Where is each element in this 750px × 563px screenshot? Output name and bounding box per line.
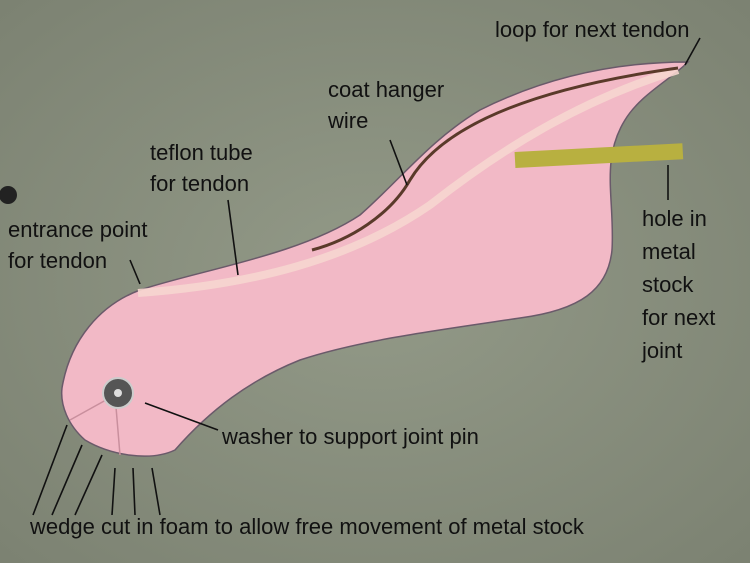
label-coat-hanger-wire: coat hanger wire [328,74,444,136]
label-line: hole in [642,206,707,231]
label-entrance-point: entrance point for tendon [8,214,147,276]
label-line: for next [642,305,716,330]
label-loop: loop for next tendon [495,17,690,42]
metal-stock [514,143,684,168]
label-line: wire [328,108,369,133]
label-line: teflon tube [150,140,253,165]
label-line: entrance point [8,217,148,242]
label-teflon-tube: teflon tube for tendon [150,137,253,199]
label-wedge-cut: wedge cut in foam to allow free movement… [30,514,584,539]
label-washer: washer to support joint pin [222,424,479,449]
floor-hole [0,186,17,204]
coat-hanger-wire [311,66,679,252]
label-line: coat hanger [328,77,445,102]
annotation-arrows [32,37,701,516]
label-line: for tendon [150,171,250,196]
label-line: for tendon [8,248,108,273]
label-line: metal [642,239,696,264]
joint-pin-hole [114,389,122,397]
label-line: stock [642,272,694,297]
label-line: joint [642,338,683,363]
label-hole-metal-stock: hole in metal stock for next joint [642,202,715,367]
teflon-tube [137,66,680,297]
